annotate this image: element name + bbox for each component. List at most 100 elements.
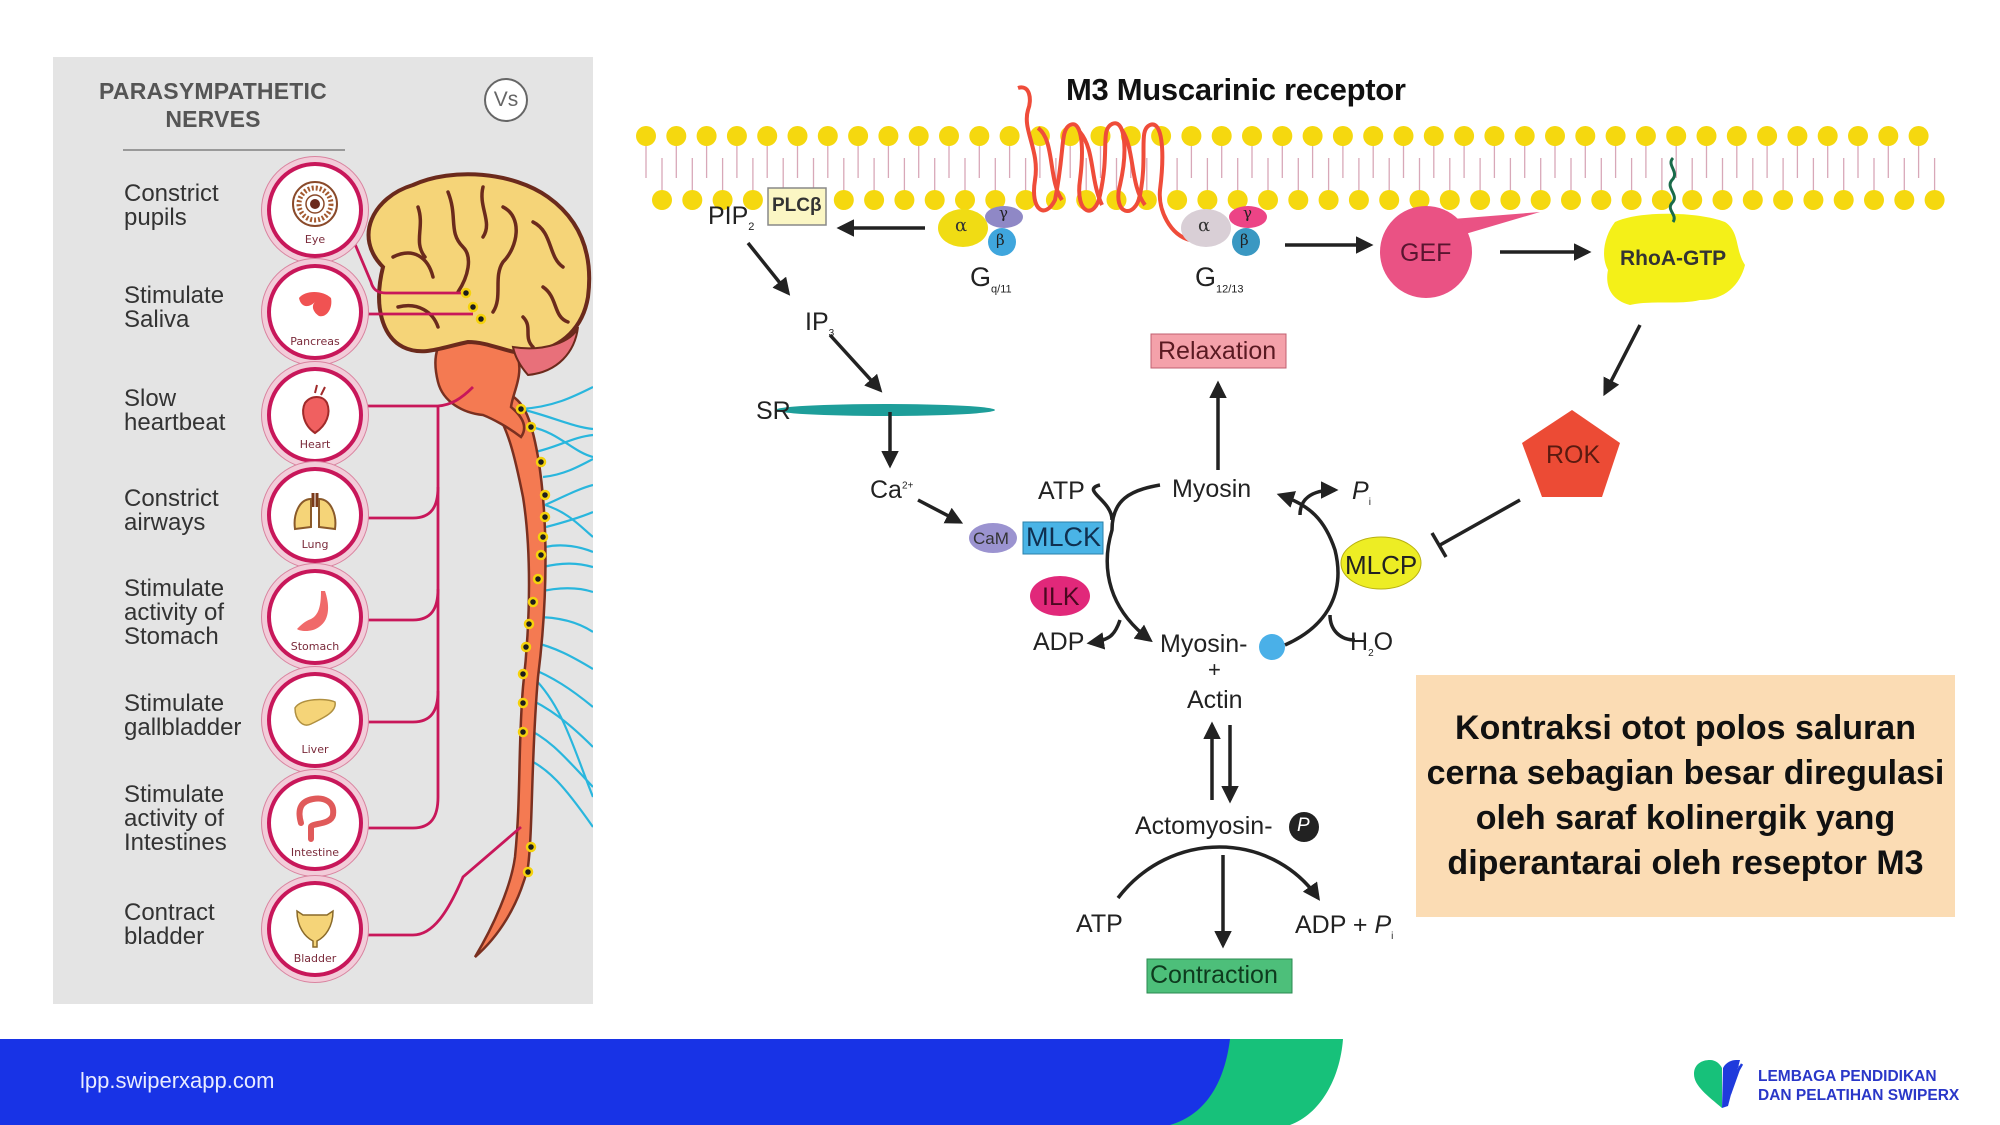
lipid-head bbox=[878, 126, 899, 146]
g1213-gamma-label: γ bbox=[1243, 204, 1252, 222]
contraction-box bbox=[1146, 958, 1293, 994]
g1213-gamma-subunit bbox=[1229, 206, 1267, 228]
m3-signaling-diagram bbox=[636, 85, 1945, 994]
effect-label-line2: airways bbox=[124, 509, 206, 536]
plc-beta-box bbox=[767, 187, 827, 226]
lipid-head bbox=[1167, 190, 1188, 210]
lipid-head bbox=[833, 190, 854, 210]
gq-label: Gq/11 bbox=[970, 262, 1012, 296]
effect-label-line1: Constrict bbox=[124, 485, 219, 512]
swiperx-logo-icon bbox=[1694, 1060, 1744, 1108]
lipid-head bbox=[1651, 190, 1672, 210]
lipid-head bbox=[682, 190, 703, 210]
effect-label-line1: Stimulate bbox=[124, 575, 225, 602]
organ-badge-liver: Liver bbox=[267, 672, 363, 768]
pip2-label: PIP2 bbox=[708, 202, 755, 233]
g1213-beta-label: β bbox=[1240, 231, 1249, 249]
parasympathetic-panel: PARASYMPATHETIC NERVES Vs bbox=[53, 57, 593, 1004]
g1213-beta-subunit bbox=[1232, 228, 1260, 256]
adp-label: ADP bbox=[1033, 628, 1085, 656]
atp-top-label: ATP bbox=[1038, 477, 1085, 505]
lipid-head bbox=[1591, 190, 1612, 210]
organ-badge-stomach: Stomach bbox=[267, 569, 363, 665]
lipid-head bbox=[1211, 126, 1232, 146]
pancreas-icon bbox=[299, 292, 332, 317]
lipid-head bbox=[817, 126, 838, 146]
lipid-head bbox=[666, 126, 687, 146]
bladder-icon bbox=[296, 909, 334, 948]
lipid-head bbox=[712, 190, 733, 210]
effect-label-line2: bladder bbox=[124, 923, 205, 950]
g1213-label: G12/13 bbox=[1195, 262, 1244, 296]
sr-label: SR bbox=[756, 397, 791, 425]
lipid-head bbox=[1757, 126, 1778, 146]
myosin-p-label: Myosin- bbox=[1160, 630, 1248, 658]
lipid-head bbox=[1500, 190, 1521, 210]
lipid-head bbox=[726, 126, 747, 146]
organ-label: Lung bbox=[301, 538, 329, 551]
lipid-head bbox=[999, 126, 1020, 146]
organ-label: Liver bbox=[301, 743, 329, 756]
pi-top-label: Pi bbox=[1352, 477, 1371, 508]
lipid-head bbox=[1833, 190, 1854, 210]
lipid-head bbox=[1197, 190, 1218, 210]
lipid-head bbox=[1864, 190, 1884, 210]
lipid-head bbox=[1484, 126, 1505, 146]
organ-badge-pancreas: Pancreas bbox=[267, 264, 363, 360]
title-divider bbox=[123, 149, 345, 151]
lipid-head bbox=[652, 190, 672, 210]
footer-url-link[interactable]: lpp.swiperxapp.com bbox=[80, 1068, 275, 1093]
ganglion-dots bbox=[460, 287, 551, 878]
gef-label: GEF bbox=[1400, 239, 1452, 267]
lipid-head bbox=[1227, 190, 1248, 210]
lipid-head bbox=[1288, 190, 1309, 210]
lipid-head bbox=[1894, 190, 1915, 210]
lipid-head bbox=[1817, 126, 1838, 146]
lipid-head bbox=[894, 190, 915, 210]
lipid-head bbox=[924, 190, 945, 210]
organ-label: Intestine bbox=[290, 846, 340, 859]
lipid-head bbox=[1302, 126, 1323, 146]
phospho-circle-dark bbox=[1289, 812, 1319, 842]
lipid-head bbox=[1242, 126, 1262, 146]
adp-pi-label: ADP + Pi bbox=[1295, 911, 1394, 942]
lipid-head bbox=[1272, 126, 1293, 146]
lipid-head bbox=[1423, 126, 1444, 146]
lipid-head bbox=[1332, 126, 1353, 146]
phospho-circle bbox=[1259, 634, 1285, 660]
mlck-label: MLCK bbox=[1026, 522, 1102, 552]
lipid-head bbox=[1712, 190, 1733, 210]
lipid-head bbox=[1908, 126, 1929, 146]
callout-text: Kontraksi otot polos saluran cerna sebag… bbox=[1426, 709, 1945, 882]
lipid-head bbox=[1561, 190, 1581, 210]
stomach-icon bbox=[297, 591, 329, 631]
plus-label: + bbox=[1208, 657, 1221, 682]
lipid-bilayer bbox=[636, 126, 1945, 210]
m3-receptor bbox=[1017, 85, 1191, 242]
effect-label-line2: gallbladder bbox=[124, 714, 242, 741]
summary-callout: Kontraksi otot polos saluran cerna sebag… bbox=[1416, 675, 1955, 917]
brain-folds bbox=[391, 185, 570, 349]
effect-label-line1: Constrict bbox=[124, 180, 219, 207]
receptor-loops bbox=[1036, 126, 1147, 207]
organ-label: Bladder bbox=[293, 952, 337, 965]
effect-label-line3: Stomach bbox=[124, 623, 219, 650]
lipid-head bbox=[1696, 126, 1717, 146]
lipid-head bbox=[1363, 126, 1384, 146]
lipid-head bbox=[1773, 190, 1794, 210]
organization-name: LEMBAGA PENDIDIKAN DAN PELATIHAN SWIPERX bbox=[1758, 1067, 1959, 1105]
effect-label-line2: pupils bbox=[124, 204, 187, 231]
lipid-head bbox=[1545, 126, 1565, 146]
lipid-head bbox=[908, 126, 929, 146]
plc-beta-label: PLCβ bbox=[772, 195, 822, 216]
relaxation-label: Relaxation bbox=[1158, 337, 1277, 365]
effect-label-line2: activity of bbox=[124, 599, 225, 626]
lipid-head bbox=[1015, 190, 1036, 210]
gq-beta-subunit bbox=[988, 228, 1016, 256]
lipid-head bbox=[864, 190, 885, 210]
organ-label: Eye bbox=[304, 233, 326, 246]
lipid-head bbox=[1348, 190, 1369, 210]
